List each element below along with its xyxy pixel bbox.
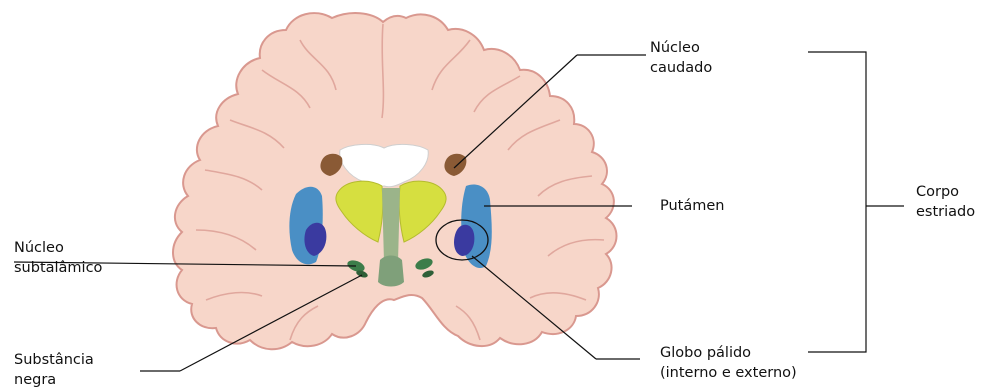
label-nucleo-subtalamico-line1: Núcleo [14, 238, 102, 258]
third-ventricle [382, 188, 400, 262]
label-nucleo-caudado-line2: caudado [650, 58, 712, 78]
label-nucleo-caudado: Núcleo caudado [650, 38, 712, 78]
label-substancia-negra-line2: negra [14, 370, 94, 390]
label-putamen-line1: Putámen [660, 196, 725, 216]
midline-brainstem [378, 256, 404, 287]
label-globo-palido-line1: Globo pálido [660, 343, 797, 363]
label-nucleo-subtalamico: Núcleo subtalâmico [14, 238, 102, 278]
label-corpo-estriado: Corpo estriado [916, 182, 975, 222]
label-substancia-negra-line1: Substância [14, 350, 94, 370]
label-corpo-estriado-line2: estriado [916, 202, 975, 222]
label-substancia-negra: Substância negra [14, 350, 94, 390]
label-putamen: Putámen [660, 196, 725, 216]
label-corpo-estriado-line1: Corpo [916, 182, 975, 202]
corpo-estriado-bracket [808, 52, 866, 352]
label-globo-palido: Globo pálido (interno e externo) [660, 343, 797, 383]
label-globo-palido-line2: (interno e externo) [660, 363, 797, 383]
label-nucleo-subtalamico-line2: subtalâmico [14, 258, 102, 278]
label-nucleo-caudado-line1: Núcleo [650, 38, 712, 58]
